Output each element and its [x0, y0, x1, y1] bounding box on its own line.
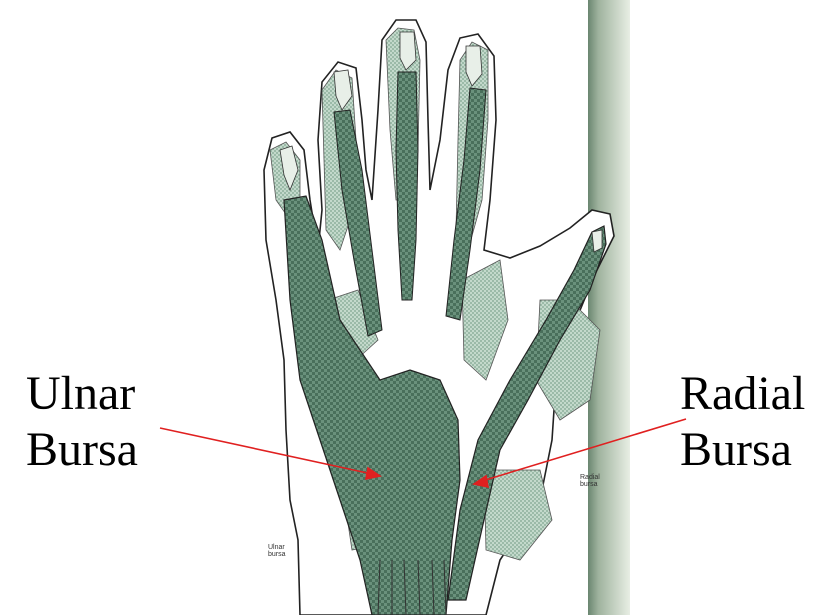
small-radial-line1: Radial — [580, 474, 600, 481]
small-radial-line2: bursa — [580, 481, 600, 488]
radial-label-line2: Bursa — [680, 422, 805, 478]
radial-label-line1: Radial — [680, 366, 805, 422]
small-ulnar-line2: bursa — [268, 551, 286, 558]
small-ulnar-caption: Ulnar bursa — [268, 544, 286, 558]
page-edge — [588, 0, 630, 615]
ulnar-label-line1: Ulnar — [26, 366, 138, 422]
radial-bursa-label: Radial Bursa — [680, 366, 805, 478]
ulnar-bursa-label: Ulnar Bursa — [26, 366, 138, 478]
ulnar-label-line2: Bursa — [26, 422, 138, 478]
small-radial-caption: Radial bursa — [580, 474, 600, 488]
small-ulnar-line1: Ulnar — [268, 544, 286, 551]
